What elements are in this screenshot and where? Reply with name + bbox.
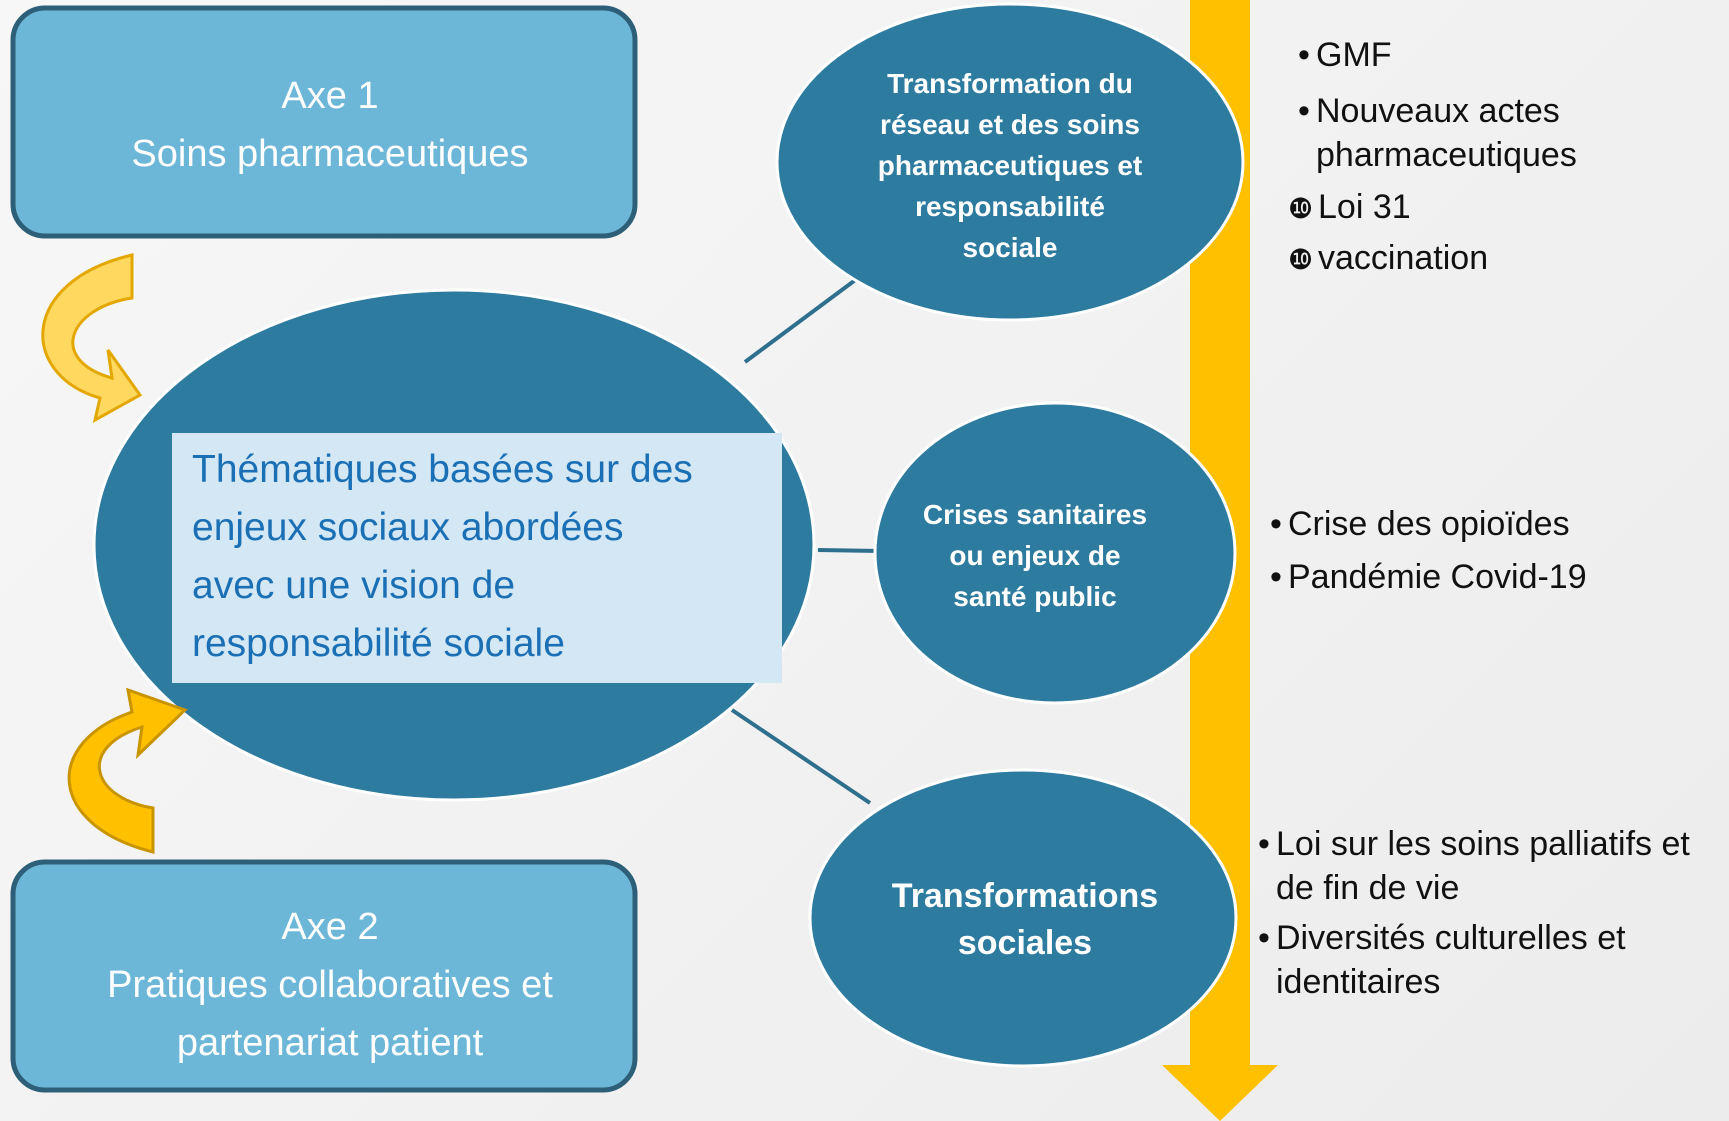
list-item-text-block: Loi sur les soins palliatifs et de fin de…	[1276, 822, 1690, 910]
theme-3-line: sociales	[957, 924, 1093, 962]
list-item-text: GMF	[1316, 36, 1392, 74]
theme-3-label: Transformations sociales	[860, 860, 1190, 980]
theme-1-label: Transformation du réseau et des soins ph…	[840, 60, 1180, 270]
list-item-text-block: Diversités culturelles et identitaires	[1276, 916, 1626, 1004]
central-text-line: responsabilité sociale	[192, 622, 565, 665]
list-item-text: pharmaceutiques	[1316, 136, 1577, 174]
list-item-text: Loi 31	[1318, 188, 1411, 226]
connector-line-2	[817, 548, 881, 553]
central-text-line: Thématiques basées sur des	[192, 448, 693, 491]
theme-2-line: Crises sanitaires	[922, 498, 1148, 530]
list-item: •Pandémie Covid-19	[1270, 558, 1587, 597]
theme-1-line: pharmaceutiques et	[877, 149, 1143, 181]
theme-1-line: Transformation du	[887, 67, 1133, 99]
list-item: •Nouveaux actes pharmaceutiques	[1298, 89, 1577, 177]
list-item-text: Crise des opioïdes	[1288, 505, 1570, 543]
numbered-bullet-icon: ❿	[1288, 244, 1314, 275]
bullet-icon: •	[1270, 505, 1282, 543]
list-item: •GMF	[1298, 36, 1392, 75]
axis-1-box	[10, 5, 638, 239]
theme-2-line: ou enjeux de	[949, 539, 1121, 571]
list-item: •Crise des opioïdes	[1270, 505, 1570, 544]
list-item-text: de fin de vie	[1276, 869, 1460, 907]
theme-2-line: santé public	[953, 580, 1117, 612]
theme-2-label: Crises sanitaires ou enjeux de santé pub…	[900, 485, 1170, 625]
list-item-text: Pandémie Covid-19	[1288, 558, 1587, 596]
axis-2-box	[10, 859, 638, 1093]
bullet-icon: •	[1258, 919, 1270, 957]
list-item: •Loi sur les soins palliatifs et de fin d…	[1258, 822, 1690, 910]
list-item-text: Nouveaux actes	[1316, 92, 1560, 130]
theme-1-line: réseau et des soins	[880, 108, 1140, 140]
theme-3-line: Transformations	[891, 877, 1159, 915]
central-text-line: avec une vision de	[192, 564, 516, 607]
numbered-bullet-icon: ❿	[1288, 193, 1314, 224]
axis-2-label: Axe 2 Pratiques collaboratives et parten…	[20, 890, 640, 1080]
connector-line-3	[730, 708, 872, 805]
axis-1-title: Axe 1	[281, 75, 379, 117]
connector-line-1	[743, 276, 860, 364]
list-item-text: Diversités culturelles et	[1276, 919, 1626, 957]
theme-1-line: responsabilité	[915, 190, 1105, 222]
theme-ellipse-3	[808, 768, 1238, 1068]
list-item-text-block: Nouveaux actes pharmaceutiques	[1316, 89, 1577, 177]
curved-arrow-icon-top	[41, 253, 143, 423]
list-item: •Diversités culturelles et identitaires	[1258, 916, 1626, 1004]
bullet-icon: •	[1298, 36, 1310, 74]
axis-2-subtitle-line-1: Pratiques collaboratives et	[107, 964, 553, 1006]
list-item-text: Loi sur les soins palliatifs et	[1276, 825, 1690, 863]
theme-ellipse-2	[873, 401, 1237, 705]
list-item-text: identitaires	[1276, 963, 1441, 1001]
central-text-line: enjeux sociaux abordées	[192, 506, 624, 549]
axis-1-label: Axe 1 Soins pharmaceutiques	[20, 60, 640, 190]
bullet-icon: •	[1298, 92, 1310, 130]
theme-1-line: sociale	[962, 231, 1058, 263]
axis-2-title: Axe 2	[281, 906, 379, 948]
axis-1-subtitle: Soins pharmaceutiques	[131, 133, 529, 175]
bullet-icon: •	[1270, 558, 1282, 596]
bullet-icon: •	[1258, 825, 1270, 863]
central-theme-text: Thématiques basées sur des enjeux sociau…	[172, 433, 782, 683]
theme-ellipse-1	[775, 2, 1245, 322]
curved-arrow-icon-bottom	[67, 687, 188, 854]
list-item-text: vaccination	[1318, 239, 1489, 277]
axis-2-subtitle-line-2: partenariat patient	[176, 1022, 484, 1064]
